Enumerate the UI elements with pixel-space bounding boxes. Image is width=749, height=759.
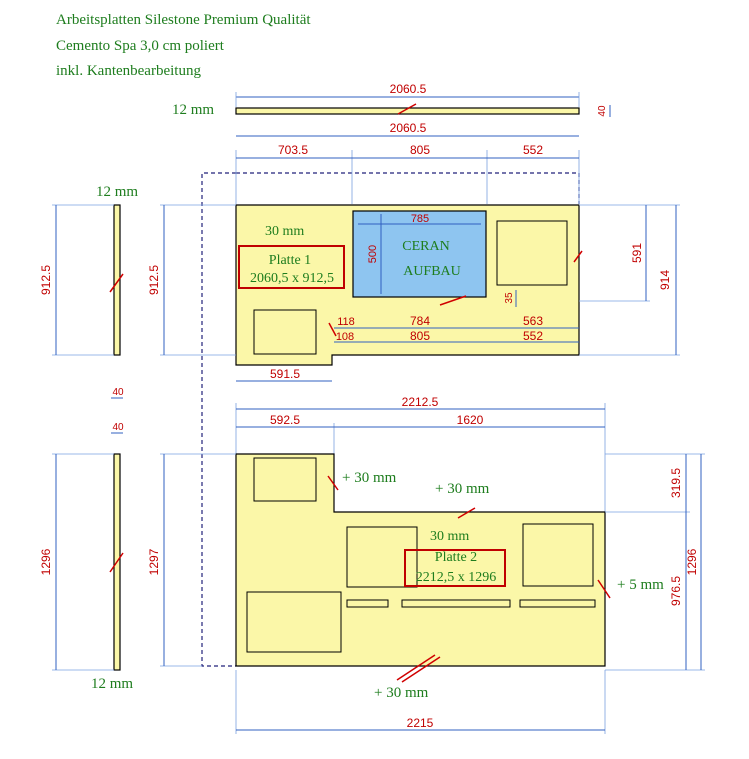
plate-1: 30 mm Platte 1 2060,5 x 912,5 CERAN AUFB…: [235, 204, 583, 366]
plate-2-plus30-top: + 30 mm: [435, 481, 490, 497]
plate-2-thickness-label: 30 mm: [430, 529, 469, 544]
plate-2-plus30-left: + 30 mm: [342, 470, 397, 486]
plate-2-label-box: [404, 549, 506, 587]
p2-seg-b-label: 1620: [457, 413, 484, 427]
p1-563-label: 563: [523, 314, 543, 328]
p1-5915-label: 591.5: [270, 367, 300, 381]
plate-1-cabinet-left: [253, 309, 317, 355]
side2-grain-mark: [109, 552, 124, 573]
p1-108-label: 108: [336, 331, 354, 343]
p2-r2-label: 976.5: [669, 576, 683, 606]
ceran-label-2: AUFBAU: [403, 264, 461, 279]
side2-width-label: 40: [112, 422, 124, 433]
plate-1-grain-mark-1: [439, 295, 467, 306]
kitchen-frame-left: [201, 172, 236, 667]
strip-grain-mark: [397, 103, 417, 115]
strip-length-label: 2060.5: [390, 82, 427, 96]
kitchen-frame-top: [236, 172, 580, 204]
plate-2-slot-2: [401, 599, 511, 608]
ceran-width-label: 785: [411, 213, 429, 225]
plate-2-grain-mark-4a: [396, 654, 436, 681]
plate-1-cabinet-right: [496, 220, 568, 286]
strip-height-label: 40: [597, 105, 608, 117]
p1-seg-c-label: 552: [523, 143, 543, 157]
plate-2-size: 2212,5 x 1296: [416, 570, 497, 585]
plate-1-grain-mark-2: [573, 250, 583, 263]
plate-2-name: Platte 2: [435, 550, 477, 565]
plate-1-size: 2060,5 x 912,5: [250, 271, 334, 286]
side-strip-2-thickness: 12 mm: [91, 676, 133, 692]
plate-2-slot-1: [346, 599, 389, 608]
plate-2-cabinet-mid: [346, 526, 418, 588]
p2-r1-label: 319.5: [669, 468, 683, 498]
header-line-3: inkl. Kantenbearbeitung: [56, 63, 201, 79]
p1-784-label: 784: [410, 314, 430, 328]
p1-total-width-label: 2060.5: [390, 121, 427, 135]
plate-2-grain-mark-3: [597, 579, 611, 599]
plate-2-grain-mark-4b: [401, 656, 441, 683]
p2-r-total-label: 1296: [685, 548, 699, 575]
p1-seg-b-label: 805: [410, 143, 430, 157]
strip-thickness-label: 12 mm: [172, 102, 214, 118]
side2-height-label: 1296: [39, 548, 53, 575]
p2-height-label: 1297: [147, 548, 161, 575]
p1-seg-a-label: 703.5: [278, 143, 308, 157]
p2-total-width-label: 2212.5: [402, 395, 439, 409]
p1-right-inner-label: 591: [630, 243, 644, 263]
plate-2-grain-mark-2: [457, 507, 476, 519]
plate-2-cabinet-bottom-left: [246, 591, 342, 653]
plate-2: + 30 mm + 30 mm 30 mm Platte 2 2212,5 x …: [235, 453, 664, 683]
plate-1-thickness-label: 30 mm: [265, 224, 304, 239]
side-strip-1: 12 mm 912.5 40: [39, 184, 138, 399]
plate-2-cabinet-right: [522, 523, 594, 587]
plate-2-slot-3: [519, 599, 596, 608]
plate-2-plus5: + 5 mm: [617, 577, 664, 593]
side-strip-1-thickness: 12 mm: [96, 184, 138, 200]
plate-2-grain-mark-1: [327, 475, 339, 491]
header-line-1: Arbeitsplatten Silestone Premium Qualitä…: [56, 12, 311, 28]
side1-width-label: 40: [112, 387, 124, 398]
side-strip-2: 40 1296 12 mm: [39, 422, 133, 692]
plate-2-plus30-bottom: + 30 mm: [374, 685, 429, 701]
plate-1-label-box: [238, 245, 345, 289]
ceran-label-1: CERAN: [402, 239, 449, 254]
p1-805b-label: 805: [410, 329, 430, 343]
side1-grain-mark: [109, 273, 124, 293]
p2-seg-a-label: 592.5: [270, 413, 300, 427]
ceran-height-label: 500: [367, 245, 379, 263]
side1-height-label: 912.5: [39, 265, 53, 295]
plate-1-name: Platte 1: [269, 253, 311, 268]
plate-2-cabinet-top-left: [253, 457, 317, 502]
top-edge-strip: 2060.5 40 12 mm: [172, 82, 611, 118]
plate-1-grain-mark-3: [328, 322, 337, 337]
p1-height-label: 912.5: [147, 265, 161, 295]
ceran-cooktop-cutout: [352, 210, 487, 298]
header-line-2: Cemento Spa 3,0 cm poliert: [56, 38, 225, 54]
side-strip-1-slab: [113, 204, 121, 356]
p1-35-label: 35: [504, 292, 515, 304]
p1-118-label: 118: [337, 316, 355, 328]
p1-552b-label: 552: [523, 329, 543, 343]
p2-bottom-width-label: 2215: [407, 716, 434, 730]
p1-right-outer-label: 914: [658, 270, 672, 290]
